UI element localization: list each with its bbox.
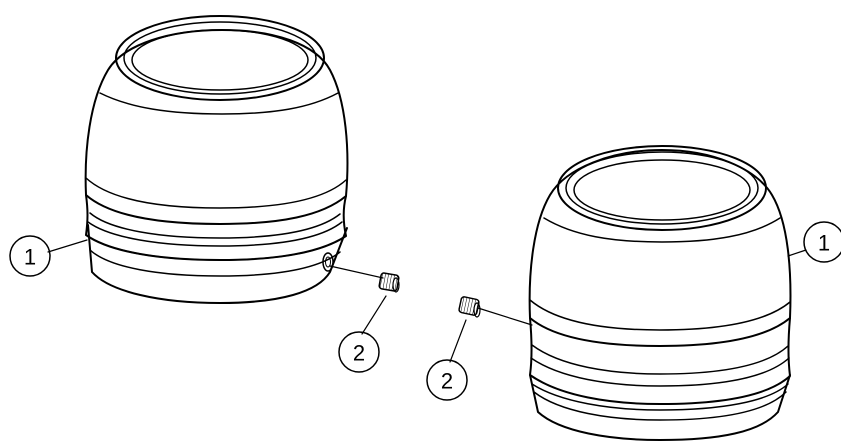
callout-right-2: 2 (426, 359, 468, 401)
cover-hood-left (84, 15, 349, 304)
leader-left-2 (361, 295, 387, 335)
leader-right-1 (787, 249, 807, 257)
set-screw-left (329, 265, 400, 293)
callout-left-1: 1 (9, 235, 51, 277)
leader-right-2 (449, 319, 467, 363)
leader-left-1 (47, 239, 88, 253)
callout-right-2-label: 2 (441, 369, 453, 394)
callout-right-1-label: 1 (818, 231, 830, 256)
callout-left-1-label: 1 (24, 245, 36, 270)
callout-left-2-label: 2 (353, 341, 365, 366)
callout-right-1: 1 (803, 221, 841, 263)
callout-left-2: 2 (338, 331, 380, 373)
cover-hood-right (528, 145, 792, 441)
set-screw-right (458, 296, 533, 326)
